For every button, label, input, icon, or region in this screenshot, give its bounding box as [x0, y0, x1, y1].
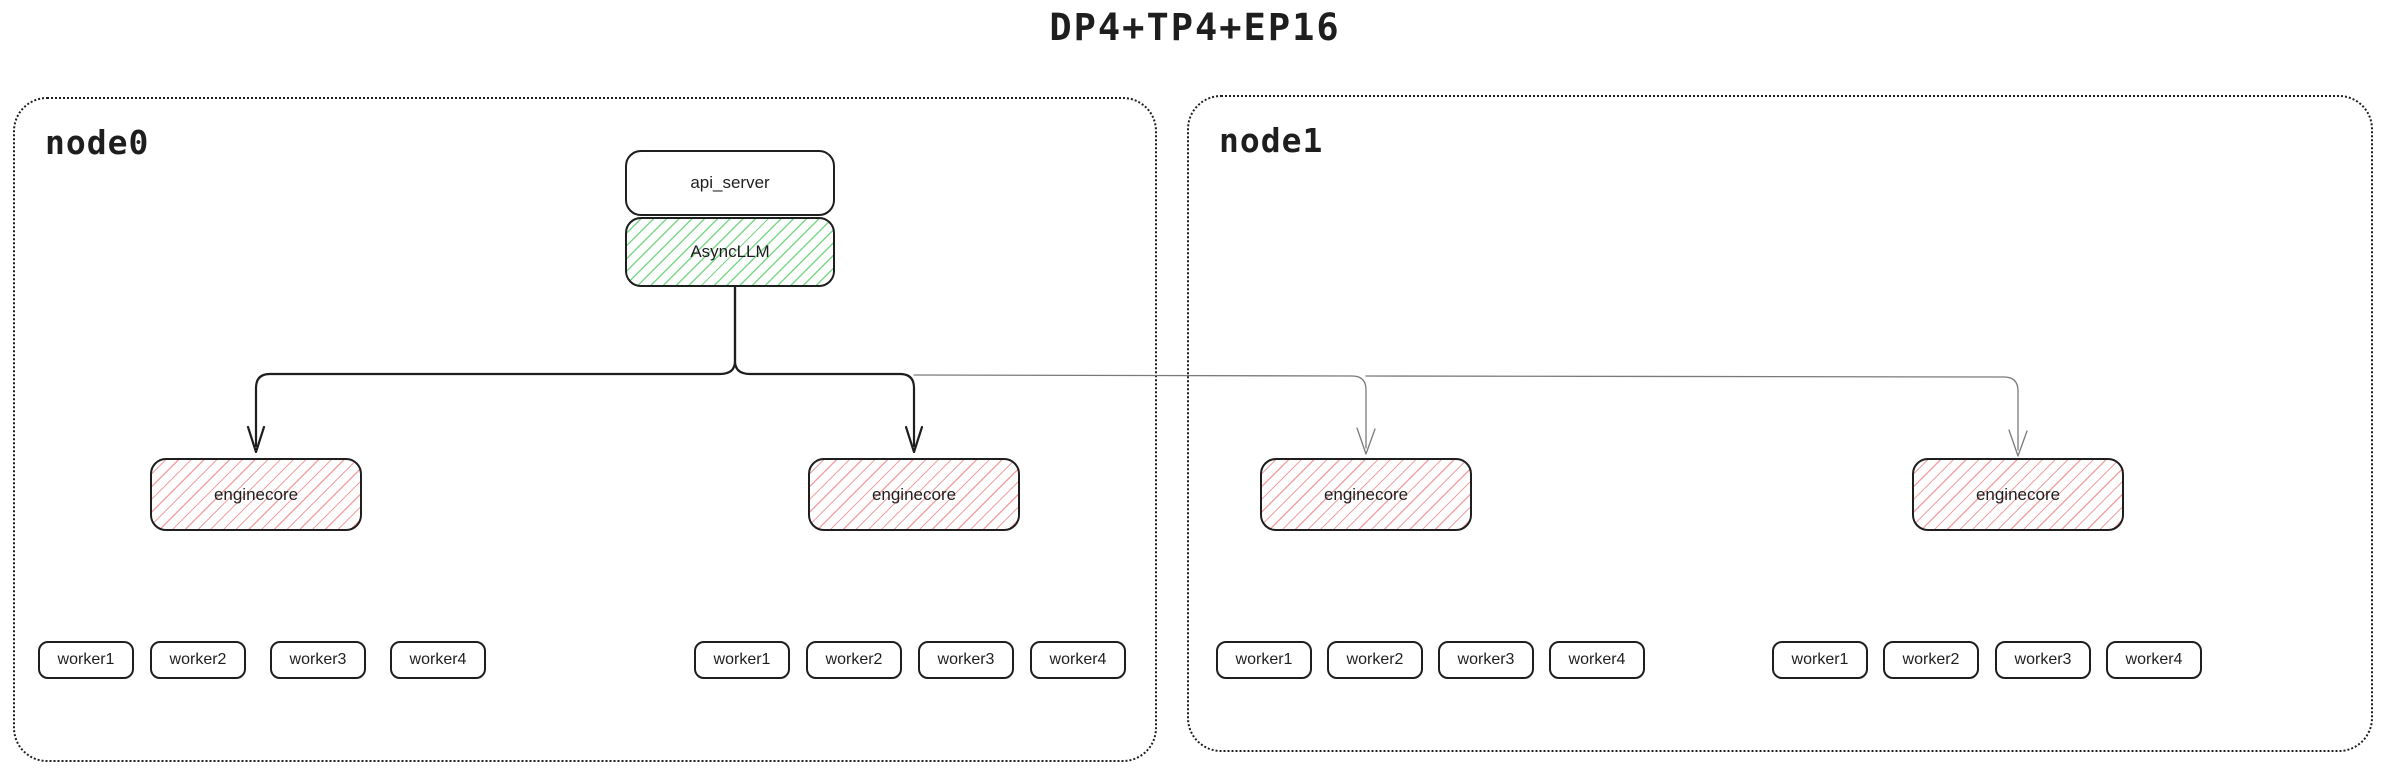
enginecore-box: enginecore: [1912, 458, 2124, 531]
worker-box: worker4: [1030, 641, 1126, 679]
worker-box: worker1: [694, 641, 790, 679]
worker-box: worker2: [806, 641, 902, 679]
node1-label: node1: [1219, 121, 1324, 160]
enginecore-box: enginecore: [808, 458, 1020, 531]
asyncllm-box: AsyncLLM: [625, 217, 835, 287]
worker-box: worker2: [150, 641, 246, 679]
diagram-title: DP4+TP4+EP16: [1049, 6, 1341, 49]
worker-box: worker4: [390, 641, 486, 679]
worker-box: worker4: [1549, 641, 1645, 679]
worker-box: worker1: [38, 641, 134, 679]
worker-box: worker2: [1883, 641, 1979, 679]
api-server-box: api_server: [625, 150, 835, 216]
worker-box: worker3: [1995, 641, 2091, 679]
worker-box: worker1: [1772, 641, 1868, 679]
node0-label: node0: [45, 123, 150, 162]
worker-box: worker3: [270, 641, 366, 679]
worker-box: worker3: [1438, 641, 1534, 679]
enginecore-box: enginecore: [1260, 458, 1472, 531]
enginecore-box: enginecore: [150, 458, 362, 531]
worker-box: worker2: [1327, 641, 1423, 679]
worker-box: worker3: [918, 641, 1014, 679]
worker-box: worker1: [1216, 641, 1312, 679]
worker-box: worker4: [2106, 641, 2202, 679]
